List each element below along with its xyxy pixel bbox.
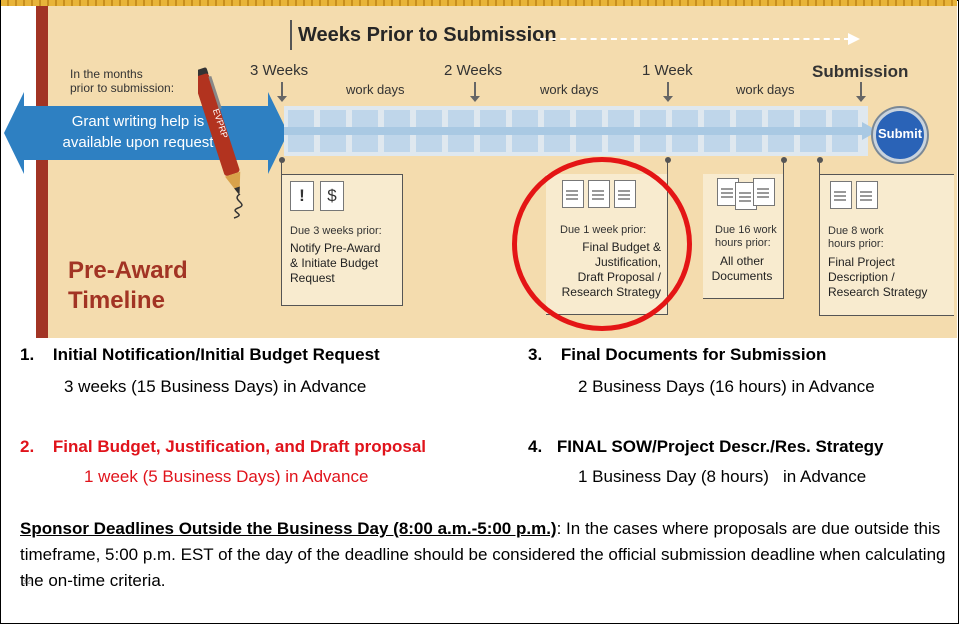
box4-due-line2: hours prior: — [828, 238, 884, 250]
down-arrow-submission — [856, 82, 866, 102]
pen-icon: EVPRP — [198, 67, 241, 196]
timeline-banner — [36, 6, 957, 338]
pre-award-line1: Pre-Award — [68, 257, 188, 284]
box1-line3: Request — [290, 271, 335, 285]
box3-line1: All other — [719, 254, 765, 268]
pre-award-line2: Timeline — [68, 287, 165, 314]
work-days-label-1: work days — [346, 82, 405, 97]
months-prior-label: In the months prior to submission: — [70, 67, 174, 95]
milestone-box-1: ! $ Due 3 weeks prior: Notify Pre-Award … — [281, 174, 403, 306]
list-item-1-number: 1. — [20, 345, 35, 364]
left-accent-bar — [36, 6, 48, 338]
box1-line2: & Initiate Budget — [290, 256, 379, 270]
milestone-box-4: Due 8 work hours prior: Final Project De… — [819, 174, 954, 316]
connector-dot-3 — [781, 157, 787, 163]
box3-due-line1: Due 16 work — [715, 224, 777, 236]
list-item-4-number: 4. — [528, 437, 543, 456]
dollar-icon: $ — [320, 181, 344, 211]
documents-icon-3 — [753, 178, 775, 206]
grant-help-text: Grant writing help is available upon req… — [28, 111, 248, 153]
list-item-1: 1. Initial Notification/Initial Budget R… — [20, 345, 380, 365]
box4-due: Due 8 work hours prior: — [828, 225, 884, 251]
box4-due-line1: Due 8 work — [828, 225, 884, 237]
list-item-4-title: FINAL SOW/Project Descr./Res. Strategy — [556, 437, 884, 456]
box1-main: Notify Pre-Award & Initiate Budget Reque… — [290, 241, 380, 286]
months-label-line2: prior to submission: — [70, 81, 175, 95]
weeks-dashed-line — [540, 38, 850, 40]
pen-squiggle-icon — [233, 194, 243, 219]
list-item-4: 4. FINAL SOW/Project Descr./Res. Strateg… — [528, 437, 884, 457]
timeline-arrow — [284, 127, 864, 135]
list-item-3: 3. Final Documents for Submission — [528, 345, 826, 365]
submit-button-label: Submit — [877, 126, 923, 141]
weeks-title: Weeks Prior to Submission — [298, 24, 557, 46]
list-item-2: 2. Final Budget, Justification, and Draf… — [20, 437, 426, 457]
milestone-box-3: Due 16 work hours prior: All other Docum… — [703, 174, 784, 299]
list-item-2-title: Final Budget, Justification, and Draft p… — [52, 437, 427, 456]
pre-award-title: Pre-Award Timeline — [68, 256, 188, 316]
connector-line-4 — [819, 160, 820, 174]
submission-label: Submission — [812, 62, 909, 81]
connector-line-2 — [667, 160, 668, 174]
work-days-label-3: work days — [736, 82, 795, 97]
months-label-line1: In the months — [70, 67, 143, 81]
box3-line2: Documents — [711, 269, 773, 283]
slide-number: 32 — [22, 577, 31, 586]
list-item-3-number: 3. — [528, 345, 543, 364]
grant-help-line2: available upon request — [62, 134, 214, 151]
submit-button[interactable]: Submit — [873, 108, 927, 162]
week-label-2: 2 Weeks — [444, 62, 503, 79]
box1-line1: Notify Pre-Award — [290, 241, 381, 255]
list-item-3-title: Final Documents for Submission — [560, 345, 827, 364]
list-item-2-number: 2. — [20, 437, 35, 456]
list-item-2-detail: 1 week (5 Business Days) in Advance — [84, 467, 369, 486]
top-decorative-stripe — [1, 0, 957, 6]
box3-due-line2: hours prior: — [715, 237, 771, 249]
grant-arrow-left-head — [4, 92, 24, 174]
connector-dot-4 — [817, 157, 823, 163]
box1-due: Due 3 weeks prior: — [290, 225, 382, 237]
weeks-arrow-head — [848, 33, 860, 45]
sponsor-deadlines-note: Sponsor Deadlines Outside the Business D… — [20, 516, 950, 594]
grant-help-line1: Grant writing help is — [71, 113, 205, 130]
box3-main: All other Documents — [703, 254, 781, 284]
down-arrow-1-week — [663, 82, 673, 102]
connector-dot-2 — [665, 157, 671, 163]
weeks-title-marker — [290, 20, 292, 50]
search-doc-icon — [856, 181, 878, 209]
connector-line-1 — [281, 160, 282, 174]
grant-arrow-right-head — [268, 92, 288, 174]
box3-due: Due 16 work hours prior: — [715, 224, 777, 250]
box4-line2: Description / — [828, 270, 895, 284]
list-item-1-title: Initial Notification/Initial Budget Requ… — [52, 345, 380, 364]
highlight-circle — [512, 157, 692, 331]
sponsor-heading: Sponsor Deadlines Outside the Business D… — [20, 519, 557, 538]
work-days-label-2: work days — [540, 82, 599, 97]
week-label-1: 1 Week — [642, 62, 693, 79]
list-item-4-detail: 1 Business Day (8 hours) in Advance — [578, 467, 867, 486]
box4-main: Final Project Description / Research Str… — [828, 255, 927, 300]
box4-line1: Final Project — [828, 255, 895, 269]
alert-icon: ! — [290, 181, 314, 211]
sponsor-text: : In the cases where proposals are due o… — [20, 519, 946, 590]
connector-line-3 — [783, 160, 784, 174]
down-arrow-2-weeks — [470, 82, 480, 102]
list-item-1-detail: 3 weeks (15 Business Days) in Advance — [64, 377, 367, 396]
list-item-3-detail: 2 Business Days (16 hours) in Advance — [578, 377, 875, 396]
box4-line3: Research Strategy — [828, 285, 928, 299]
week-label-3: 3 Weeks — [250, 62, 309, 79]
project-doc-icon — [830, 181, 852, 209]
connector-dot-1 — [279, 157, 285, 163]
